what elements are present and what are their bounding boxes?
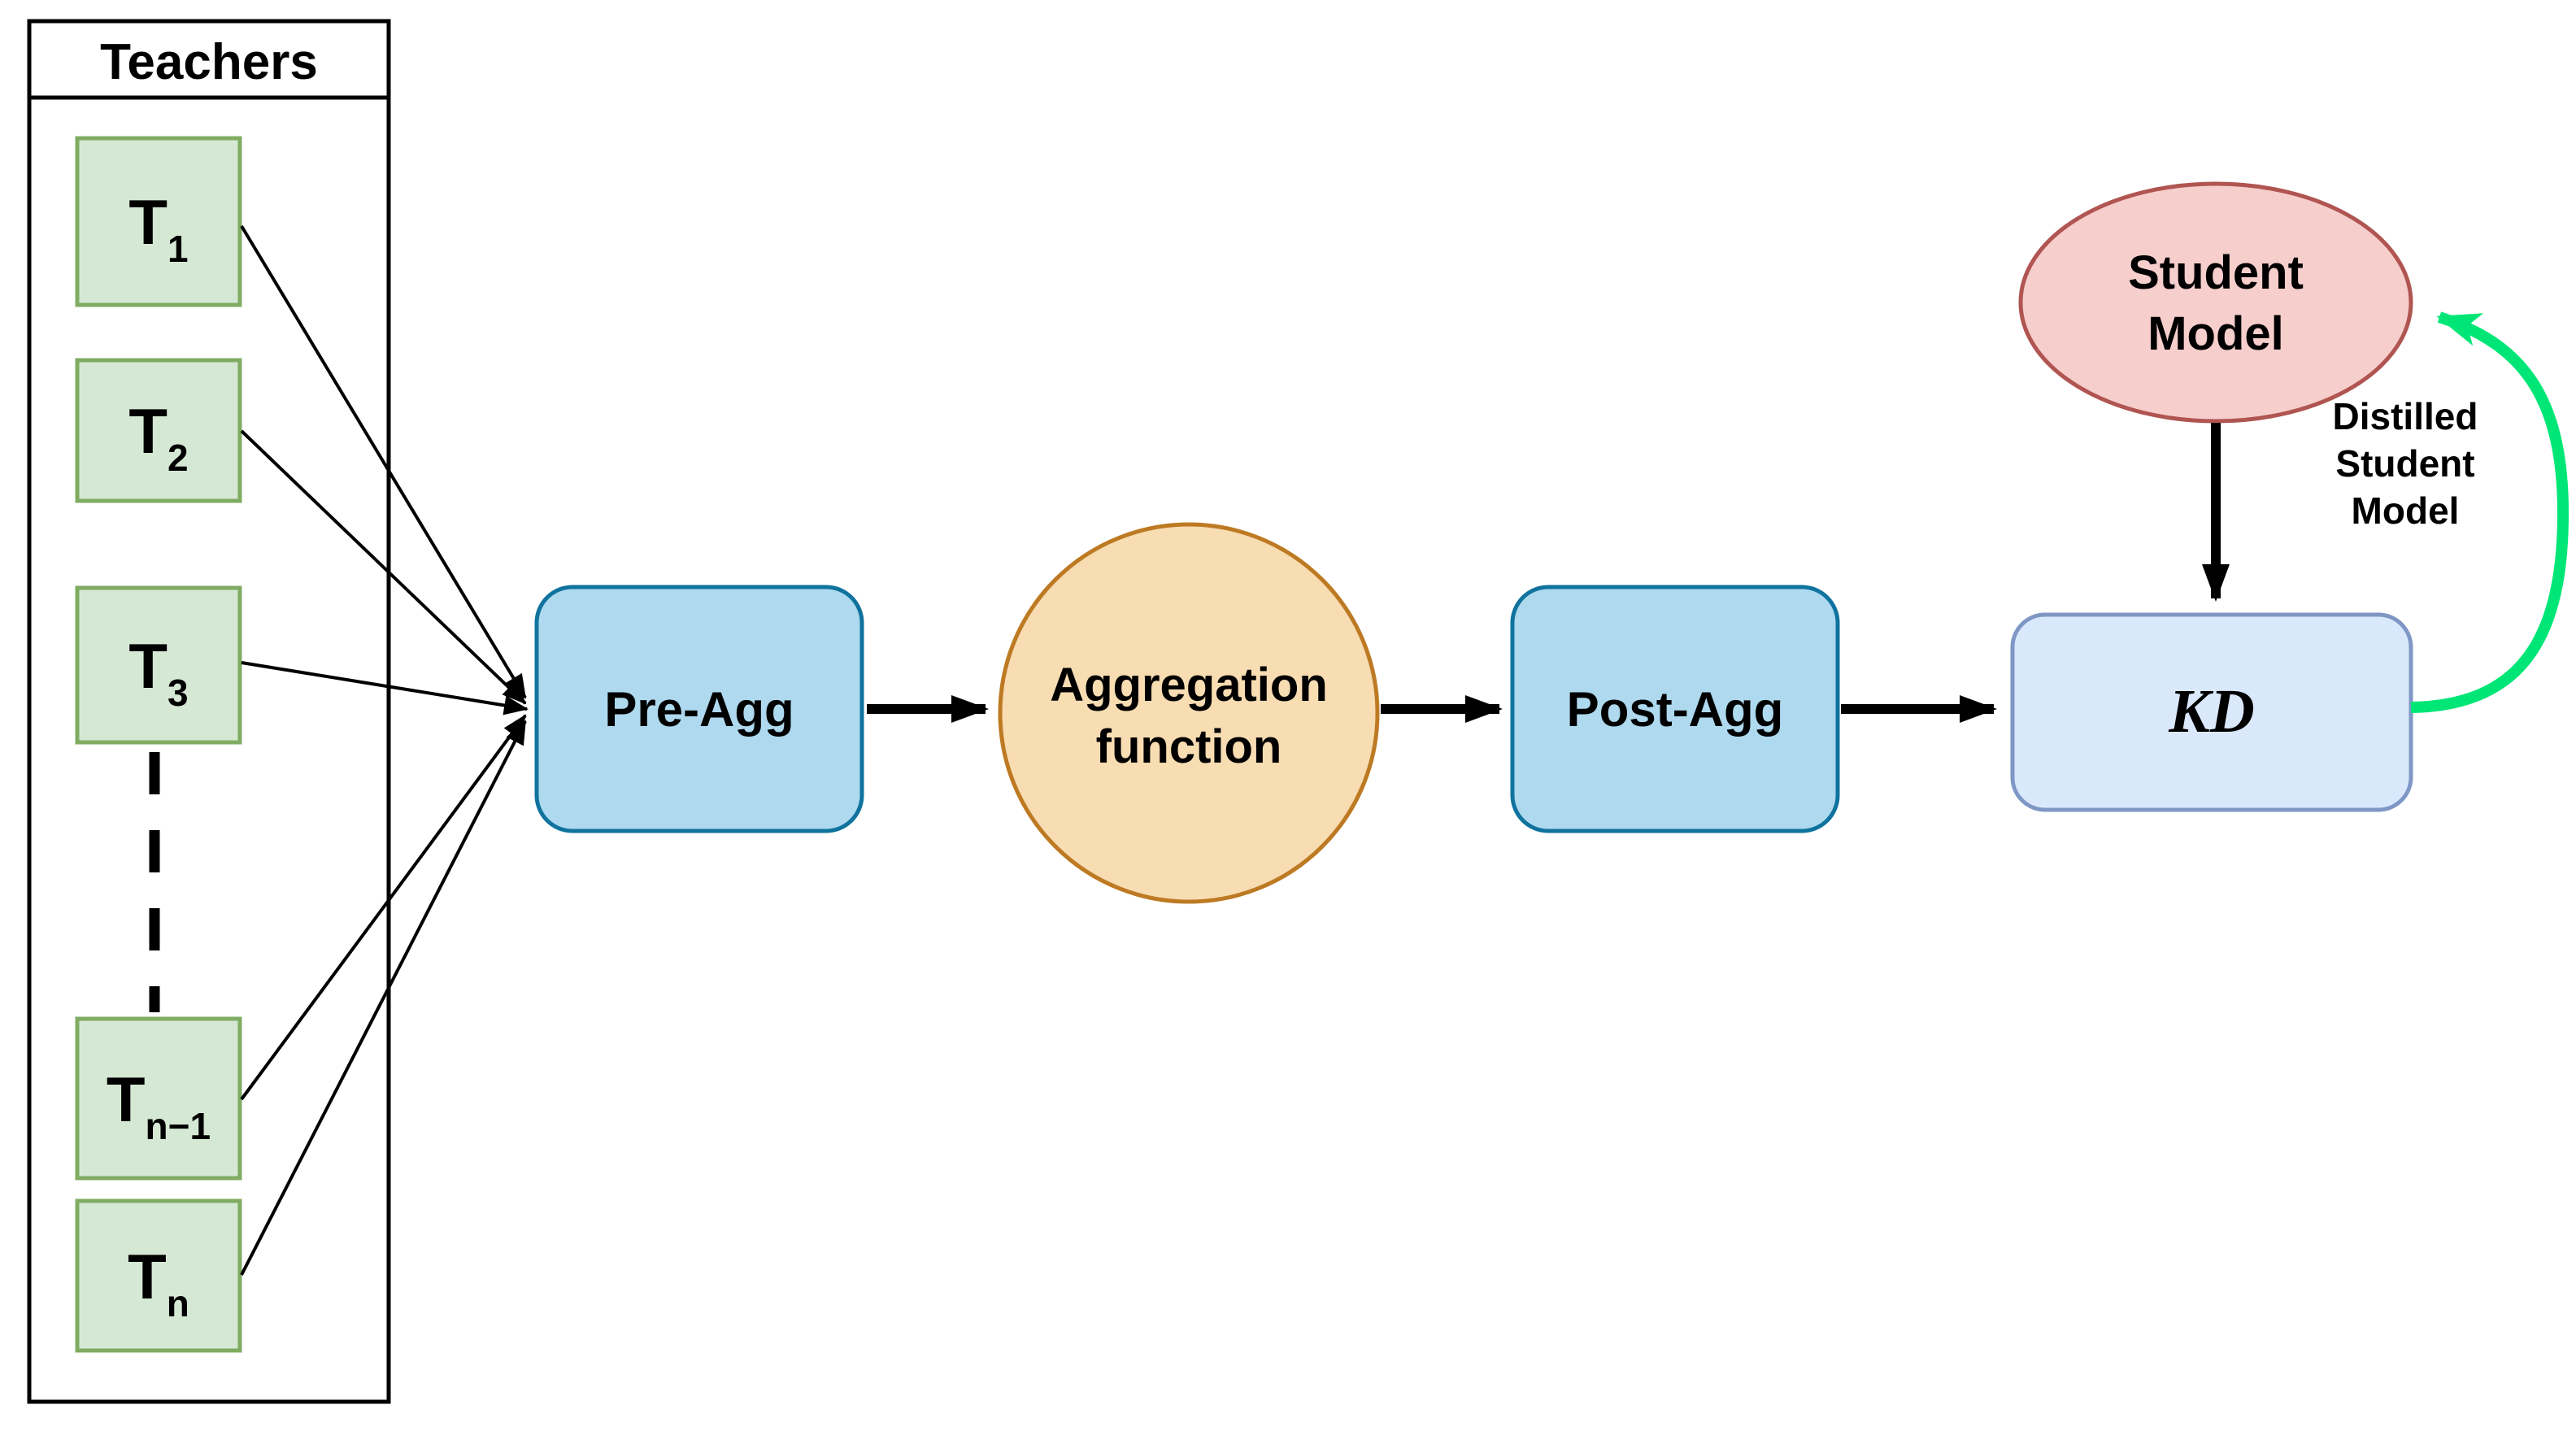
post-agg-label: Post-Agg — [1567, 682, 1784, 737]
pre-agg-box — [534, 585, 864, 833]
student-model-ellipse — [2018, 181, 2413, 424]
aggregation-circle — [998, 522, 1380, 904]
teacher-label-tn: Tn — [128, 1241, 189, 1324]
teacher-box-tn-1 — [75, 1016, 242, 1181]
teachers-panel-title: Teachers — [100, 34, 318, 90]
connector-t1-to-preagg — [240, 224, 527, 699]
teacher-box-t1 — [75, 136, 242, 307]
teacher-label-t1: T1 — [128, 186, 188, 270]
kd-box — [2010, 612, 2413, 812]
distilled-note-line1: Distilled — [2333, 395, 2478, 437]
student-model-label-line1: Student — [2128, 246, 2304, 299]
teacher-box-tn — [75, 1198, 242, 1353]
connector-t3-to-preagg — [241, 661, 529, 716]
kd-label: KD — [2168, 677, 2255, 746]
distilled-note-line2: Student — [2335, 442, 2474, 485]
teacher-label-t2: T2 — [128, 395, 188, 479]
pre-agg-label: Pre-Agg — [604, 682, 794, 737]
connector-t2-to-preagg — [240, 429, 527, 705]
student-model-label-line2: Model — [2147, 307, 2284, 360]
aggregation-label-line1: Aggregation — [1050, 659, 1328, 711]
post-agg-box — [1510, 585, 1840, 833]
distilled-note-line3: Model — [2352, 489, 2460, 532]
teacher-label-t3: T3 — [128, 630, 188, 714]
teacher-label-tn-1: Tn−1 — [107, 1063, 211, 1147]
teachers-panel: Teachers T1 T2 T3 Tn−1 Tn — [27, 19, 391, 1404]
distilled-feedback-arrow — [2410, 311, 2569, 713]
teacher-box-t3 — [75, 585, 242, 745]
teacher-connectors — [240, 224, 529, 1276]
teacher-box-t2 — [75, 358, 242, 503]
connector-tn-to-preagg — [240, 720, 527, 1276]
aggregation-label-line2: function — [1096, 720, 1282, 773]
connector-tn-1-to-preagg — [240, 714, 527, 1101]
